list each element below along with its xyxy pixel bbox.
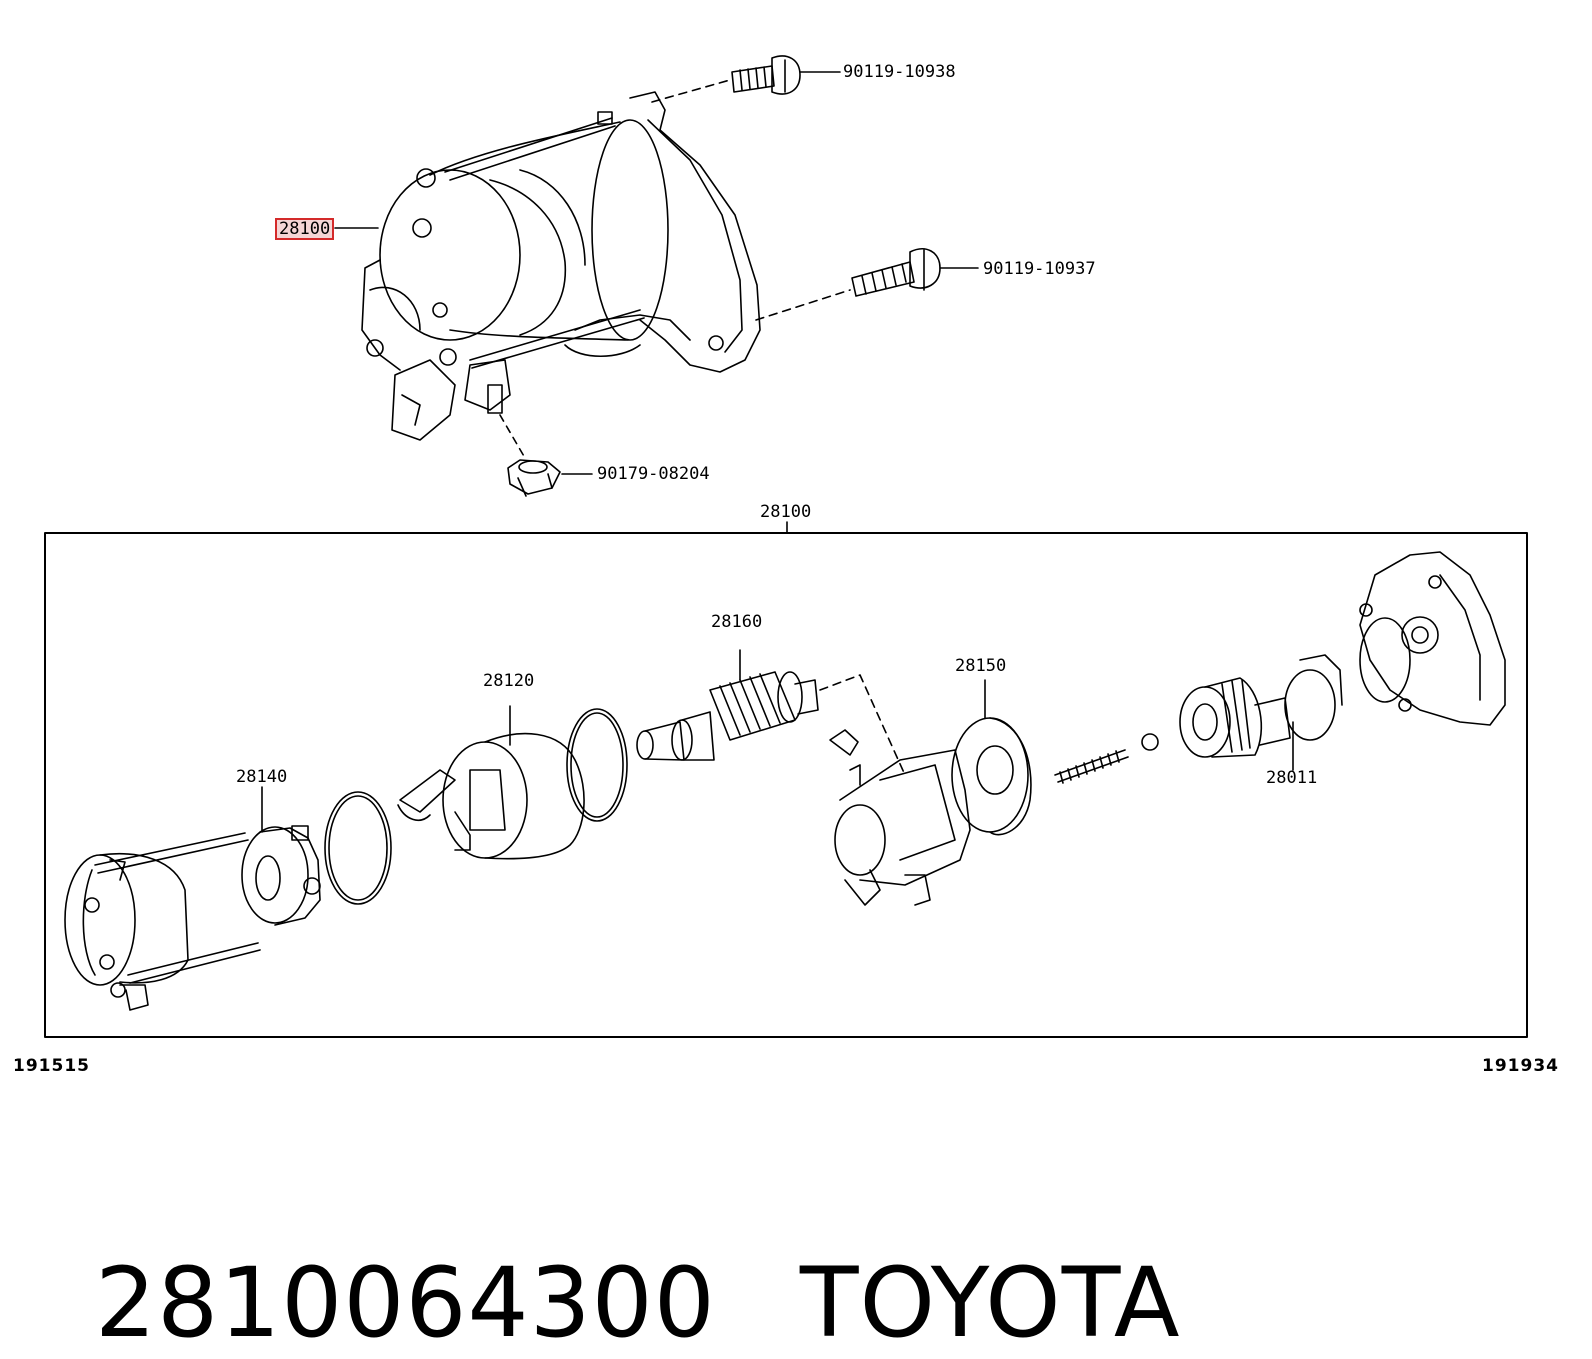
drive-housing-28150-drawing [829,679,1032,906]
ball-drawing [1141,733,1159,751]
callout-28100-highlighted[interactable]: 28100 [275,218,335,240]
callout-28160[interactable]: 28160 [711,612,763,632]
callout-box-title-28100[interactable]: 28100 [760,502,812,522]
brush-holder-28140-drawing [241,786,321,926]
figure-ref-left: 191515 [13,1056,90,1076]
o-ring-small-drawing [324,791,392,905]
starter-assembly-drawing [361,91,761,441]
callout-28140[interactable]: 28140 [236,767,288,787]
part-footer: 2810064300 TOYOTA [32,1138,1181,1358]
clutch-28011-drawing [1179,654,1343,771]
exploded-parts-diagram [44,55,1528,1038]
callout-90119-10938[interactable]: 90119-10938 [843,62,956,82]
front-housing-drawing [1359,551,1506,726]
callout-28120[interactable]: 28120 [483,671,535,691]
brand-name: TOYOTA [799,1247,1181,1359]
callout-28011[interactable]: 28011 [1266,768,1318,788]
callout-28150[interactable]: 28150 [955,656,1007,676]
o-ring-large-drawing [566,708,628,822]
spring-drawing [1054,749,1126,776]
callout-90119-10937[interactable]: 90119-10937 [983,259,1096,279]
exploded-view-frame [44,532,1528,1038]
rear-end-frame-drawing [64,832,261,1011]
part-number: 2810064300 [95,1247,716,1359]
figure-ref-right: 191934 [1482,1056,1559,1076]
nut-90179-08204-drawing [499,414,593,497]
callout-90179-08204[interactable]: 90179-08204 [597,464,710,484]
bolt-90119-10937-drawing [755,248,979,321]
bolt-90119-10938-drawing [651,55,841,103]
armature-28160-drawing [636,649,906,776]
yoke-28120-drawing [397,705,585,860]
